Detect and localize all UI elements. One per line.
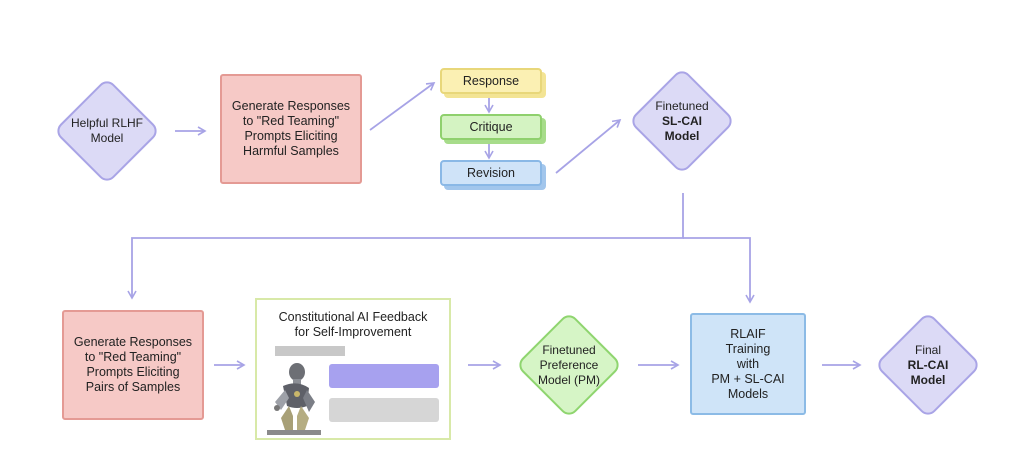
response-tag: Response	[440, 68, 542, 94]
generate-pairs-node: Generate Responses to "Red Teaming" Prom…	[62, 310, 204, 420]
arrow-revision-to-slcai	[555, 118, 622, 174]
constitutional-feedback-panel: Constitutional AI Feedback for Self-Impr…	[255, 298, 451, 440]
feedback-bar-gray	[275, 346, 345, 356]
final-rl-cai-line2: RL-CAI	[907, 357, 949, 372]
rlaif-training-label: RLAIF Training with PM + SL-CAI Models	[711, 326, 785, 401]
feedback-title: Constitutional AI Feedback for Self-Impr…	[278, 310, 428, 339]
critique-tag: Critique	[440, 114, 542, 140]
arrow-generate-to-response	[369, 82, 436, 131]
finetuned-sl-cai-line2: SL-CAI	[662, 113, 702, 128]
response-label: Response	[462, 74, 520, 88]
finetuned-sl-cai-node: Finetuned SL-CAI Model	[627, 66, 737, 176]
preference-model-label: Finetuned Preference Model (PM)	[537, 342, 600, 387]
arrow-slcai-branch	[127, 193, 684, 300]
finetuned-sl-cai-line3: Model	[664, 128, 700, 143]
revision-label: Revision	[467, 166, 515, 180]
robot-thinker-icon	[267, 363, 321, 435]
arrow-branch-to-rlaif	[683, 237, 755, 304]
finetuned-sl-cai-line1: Finetuned	[655, 98, 709, 113]
helpful-rlhf-model-node: Helpful RLHF Model	[52, 76, 162, 186]
preference-model-node: Finetuned Preference Model (PM)	[514, 310, 624, 420]
helpful-rlhf-model-label: Helpful RLHF Model	[70, 116, 144, 145]
final-rl-cai-line3: Model	[910, 372, 946, 387]
critique-label: Critique	[469, 120, 513, 134]
final-rl-cai-line1: Final	[914, 342, 941, 357]
generate-pairs-label: Generate Responses to "Red Teaming" Prom…	[73, 335, 193, 394]
final-rl-cai-node: Final RL-CAI Model	[873, 310, 983, 420]
feedback-bar-purple	[329, 364, 439, 388]
generate-harmful-node: Generate Responses to "Red Teaming" Prom…	[220, 74, 362, 184]
rlaif-training-node: RLAIF Training with PM + SL-CAI Models	[690, 313, 806, 415]
generate-harmful-label: Generate Responses to "Red Teaming" Prom…	[231, 99, 351, 158]
feedback-bar-light	[329, 398, 439, 422]
revision-tag: Revision	[440, 160, 542, 186]
